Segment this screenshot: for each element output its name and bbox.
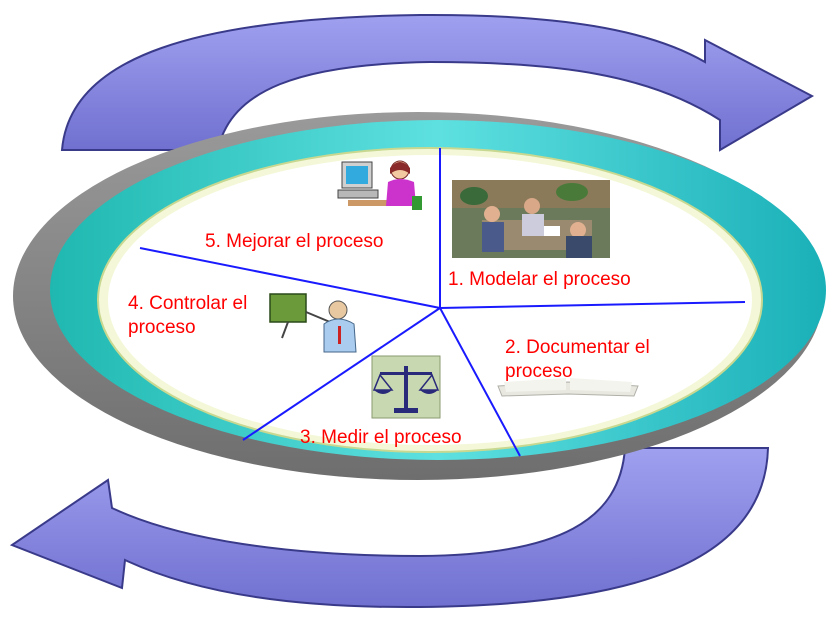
- open-book-icon: [497, 378, 639, 397]
- balance-scale-icon: [371, 355, 441, 419]
- sector-dividers: [139, 148, 746, 457]
- computer-user-icon: [337, 160, 422, 210]
- step-3-label: 3. Medir el proceso: [300, 427, 462, 448]
- top-cycle-arrow: [60, 13, 815, 152]
- divider-bottom-right: [439, 307, 521, 457]
- step-2-label-line1: 2. Documentar el: [505, 337, 650, 358]
- step-4-label: 4. Controlar el proceso: [128, 292, 247, 340]
- step-4-label-line2: proceso: [128, 317, 196, 338]
- presenter-chart-icon: [269, 293, 357, 353]
- step-2-label-line2: proceso: [505, 361, 573, 382]
- bottom-cycle-arrow: [9, 447, 770, 609]
- step-2-label: 2. Documentar el proceso: [505, 336, 650, 384]
- step-1-label: 1. Modelar el proceso: [448, 269, 631, 290]
- meeting-photo-icon: [452, 180, 610, 258]
- divider-right: [439, 301, 746, 309]
- step-4-label-line1: 4. Controlar el: [128, 293, 248, 314]
- divider-left: [139, 247, 441, 309]
- step-5-label: 5. Mejorar el proceso: [205, 231, 384, 252]
- divider-bottom-left: [242, 307, 441, 441]
